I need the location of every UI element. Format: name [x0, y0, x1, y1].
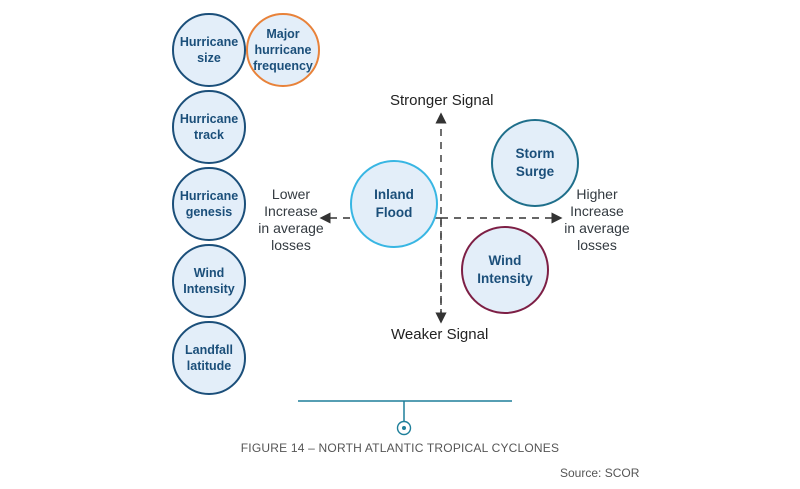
peril-wind-intensity: Wind Intensity	[461, 226, 549, 314]
factor-major-hurricane-frequency: Major hurricane frequency	[246, 13, 320, 87]
factor-wind-intensity: Wind Intensity	[172, 244, 246, 318]
source-note: Source: SCOR	[560, 466, 640, 480]
target-icon	[396, 420, 412, 436]
peril-inland-flood: Inland Flood	[350, 160, 438, 248]
factor-hurricane-track: Hurricane track	[172, 90, 246, 164]
axis-label-lower-increase: Lower Increase in average losses	[258, 186, 324, 254]
factor-landfall-latitude: Landfall latitude	[172, 321, 246, 395]
figure-caption: FIGURE 14 – NORTH ATLANTIC TROPICAL CYCL…	[240, 441, 560, 455]
peril-storm-surge: Storm Surge	[491, 119, 579, 207]
axis-label-stronger-signal: Stronger Signal	[390, 92, 494, 109]
axis-label-weaker-signal: Weaker Signal	[391, 326, 489, 343]
factor-hurricane-genesis: Hurricane genesis	[172, 167, 246, 241]
axis-label-higher-increase: Higher Increase in average losses	[564, 186, 630, 254]
factor-hurricane-size: Hurricane size	[172, 13, 246, 87]
